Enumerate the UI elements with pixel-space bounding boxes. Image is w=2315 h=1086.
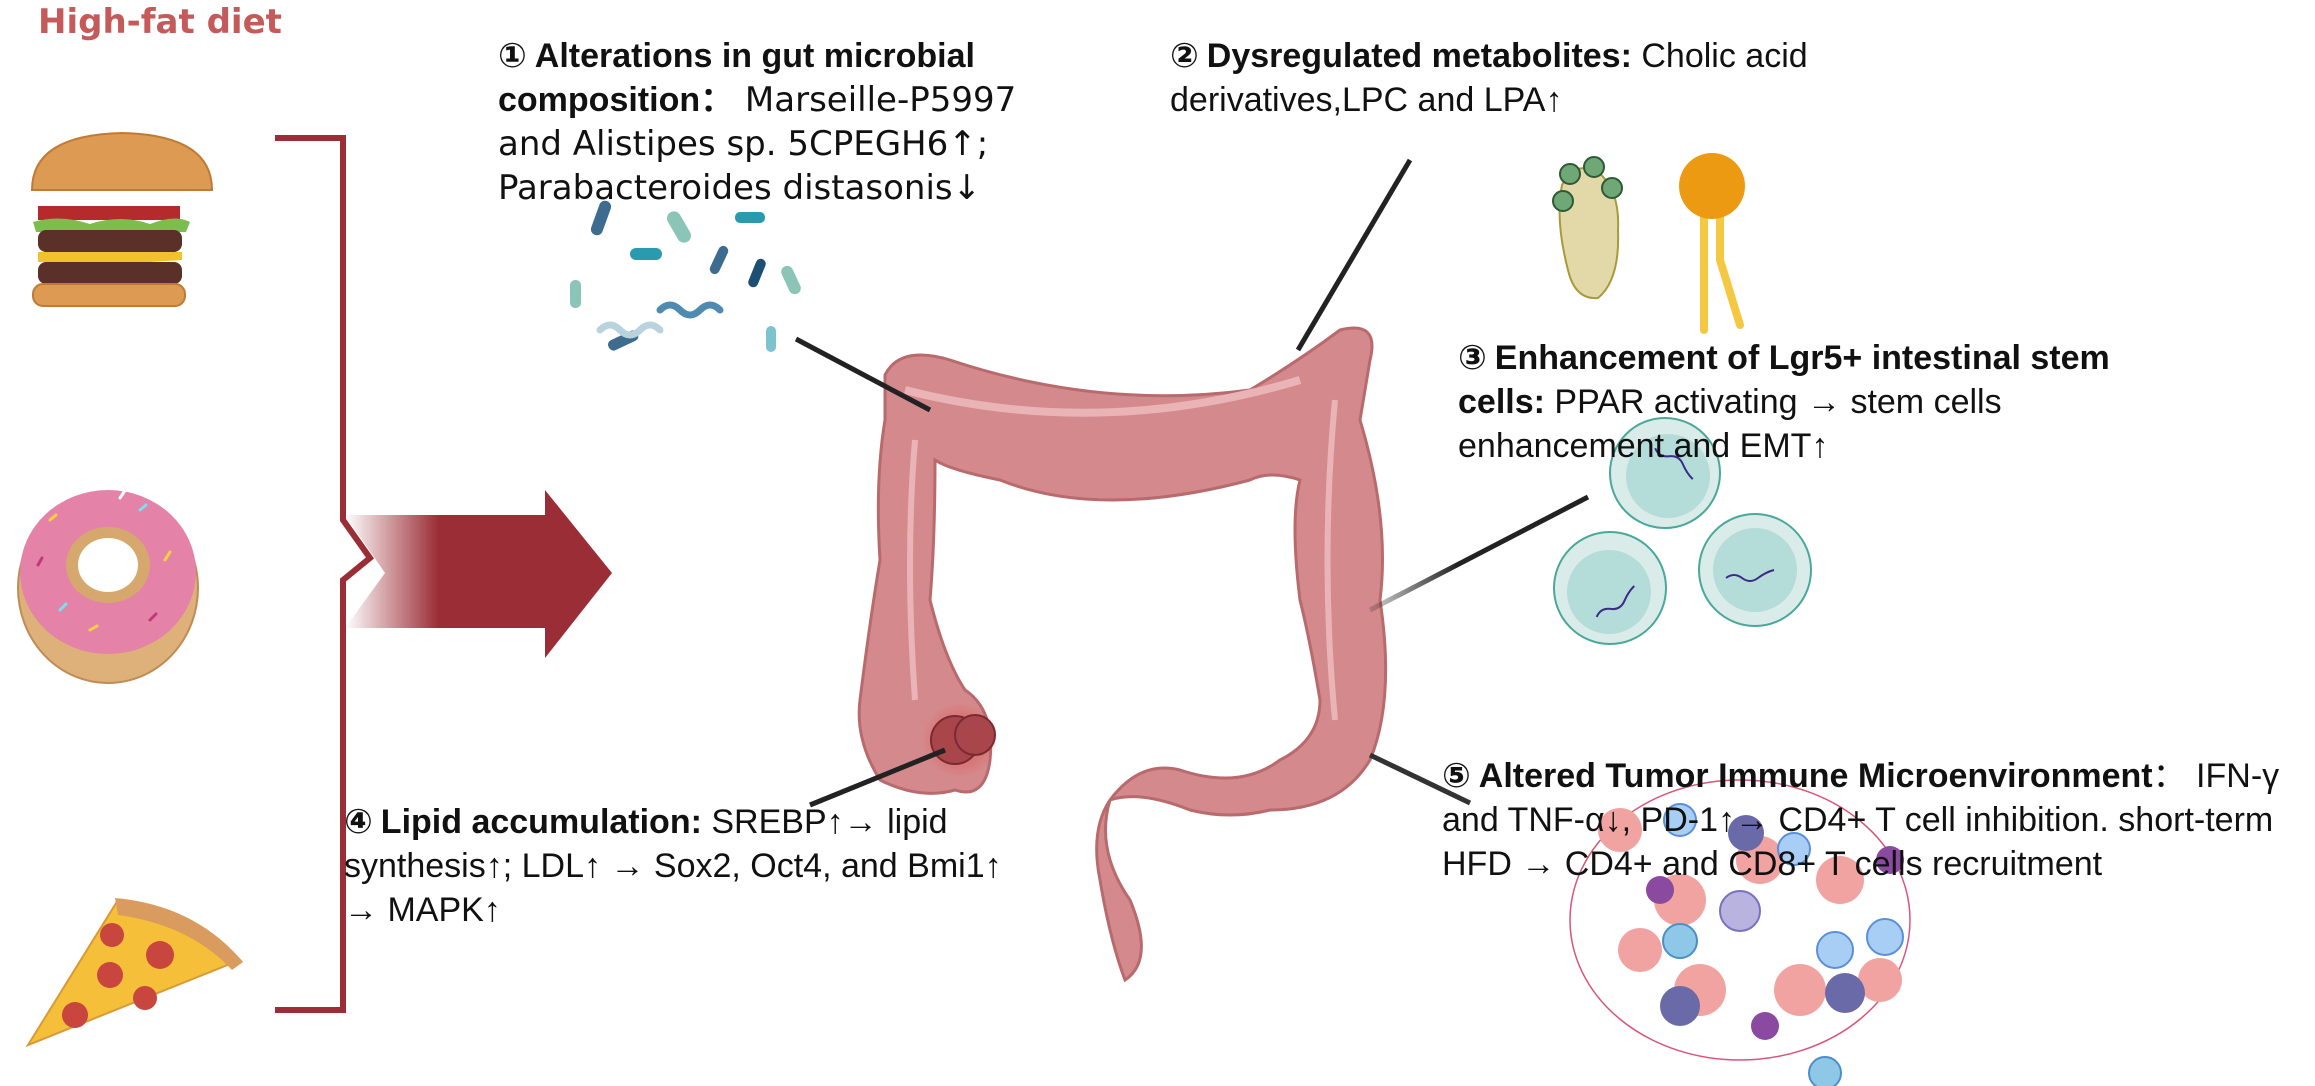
diagram-title: High-fat diet <box>38 2 282 42</box>
stem-cells-icon <box>1553 417 1812 645</box>
note-body: IFN-γ and TNF-α↓, PD-1↑→ CD4+ T cell inh… <box>1442 757 2280 883</box>
note-heading: Altered Tumor Immune Microenvironment <box>1478 757 2153 795</box>
bracket <box>275 135 375 1013</box>
pizza-icon <box>25 898 243 1048</box>
note-number: ② <box>1170 36 1199 76</box>
note-body: PPAR activating → stem cells enhancement… <box>1458 383 2002 465</box>
note-separator: ： <box>700 81 735 119</box>
pointer-lines <box>794 158 1590 808</box>
note-body: SREBP↑→ lipid synthesis↑; LDL↑ → Sox2, O… <box>344 803 1002 929</box>
bacteria-icon <box>570 200 801 352</box>
burger-icon <box>30 131 214 307</box>
note-heading: Lipid accumulation: <box>380 803 702 841</box>
note-heading: Dysregulated metabolites: <box>1206 37 1632 75</box>
right-arrow-icon <box>345 490 612 658</box>
note-body: Cholic acid derivatives,LPC and LPA↑ <box>1170 37 1808 119</box>
note-number: ③ <box>1458 338 1487 378</box>
note-heading: Enhancement of Lgr5+ intestinal stem cel… <box>1458 339 2110 421</box>
donut-icon <box>17 490 199 684</box>
tumor-microenvironment-icon <box>1569 779 1911 1086</box>
note-number: ① <box>498 36 527 76</box>
lipid-molecule-icon <box>1679 153 1745 334</box>
cholic-acid-icon <box>1552 156 1623 300</box>
note-number: ⑤ <box>1442 756 1471 796</box>
colon-illustration <box>857 326 1388 983</box>
note-number: ④ <box>344 802 373 842</box>
note-body: Marseille-P5997 and Alistipes sp. 5CPEGH… <box>498 80 1017 208</box>
note-separator: ： <box>2152 757 2187 795</box>
note-heading: Alterations in gut microbial composition <box>498 37 975 119</box>
